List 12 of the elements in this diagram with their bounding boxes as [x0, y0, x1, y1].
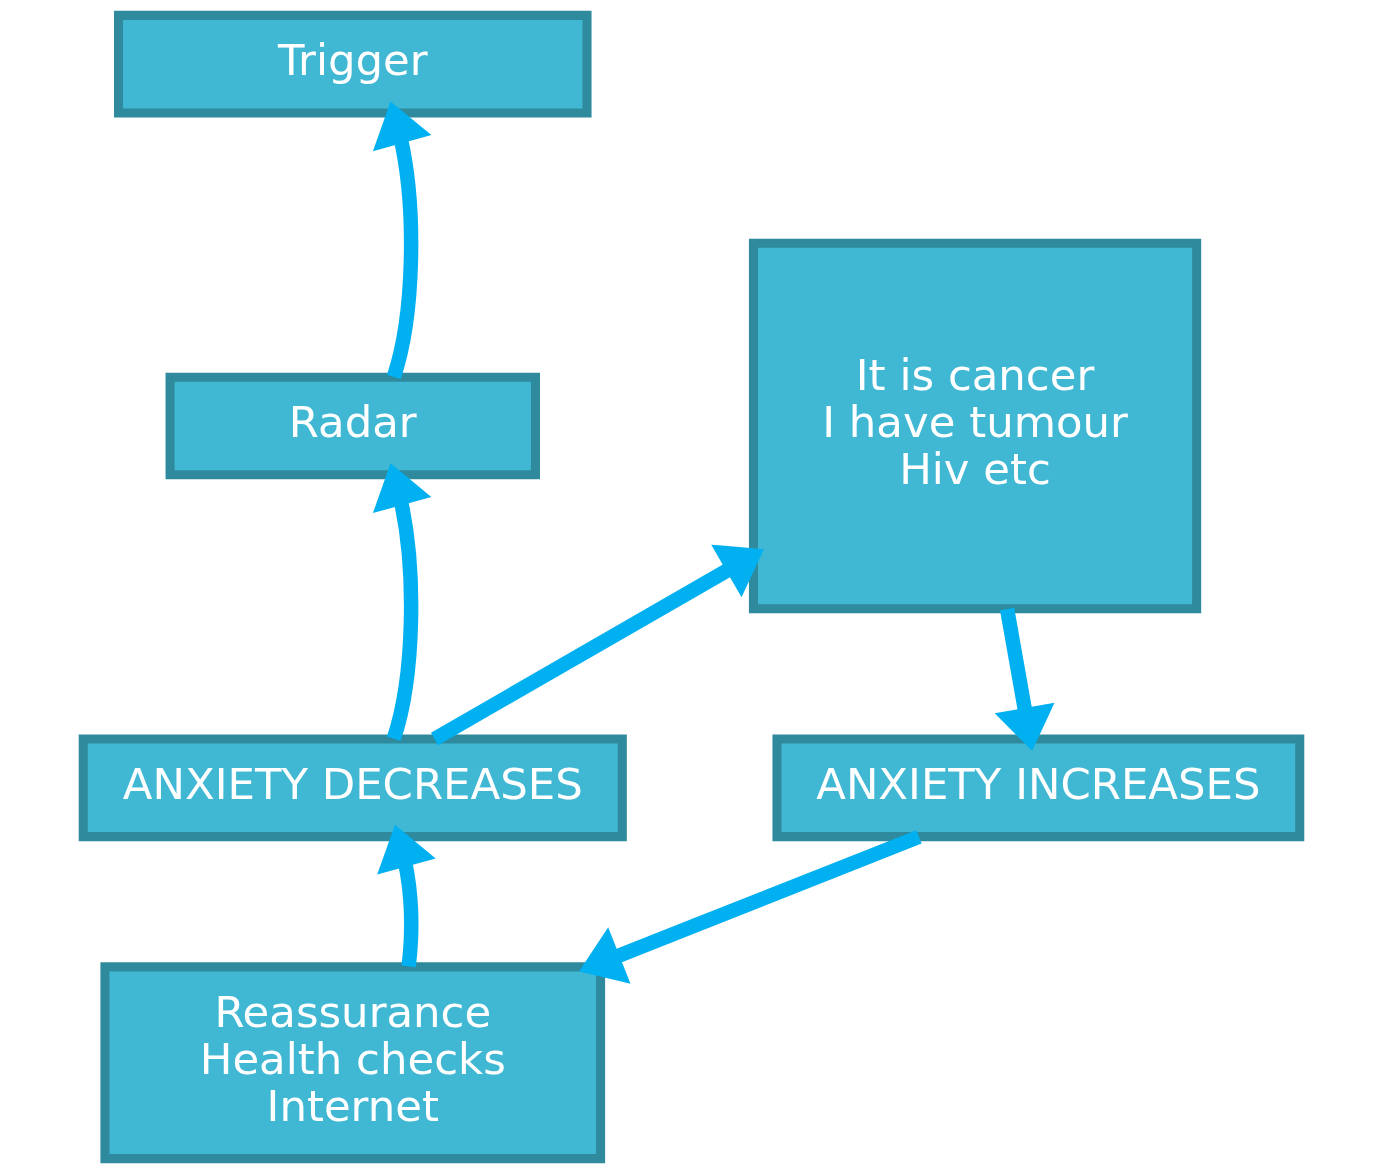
node-box: ANXIETY DECREASES: [78, 734, 627, 842]
node-box: Reassurance Health checks Internet: [99, 962, 605, 1164]
arrow: [578, 830, 922, 984]
arrow: [994, 607, 1054, 751]
arrow: [376, 824, 436, 968]
arrow: [372, 463, 431, 741]
node-box: ANXIETY INCREASES: [771, 734, 1304, 842]
arrow: [430, 544, 764, 746]
node-box: Radar: [165, 372, 540, 480]
arrow: [372, 101, 431, 380]
node-box: It is cancer I have tumour Hiv etc: [748, 238, 1201, 614]
node-box: Trigger: [113, 10, 592, 118]
